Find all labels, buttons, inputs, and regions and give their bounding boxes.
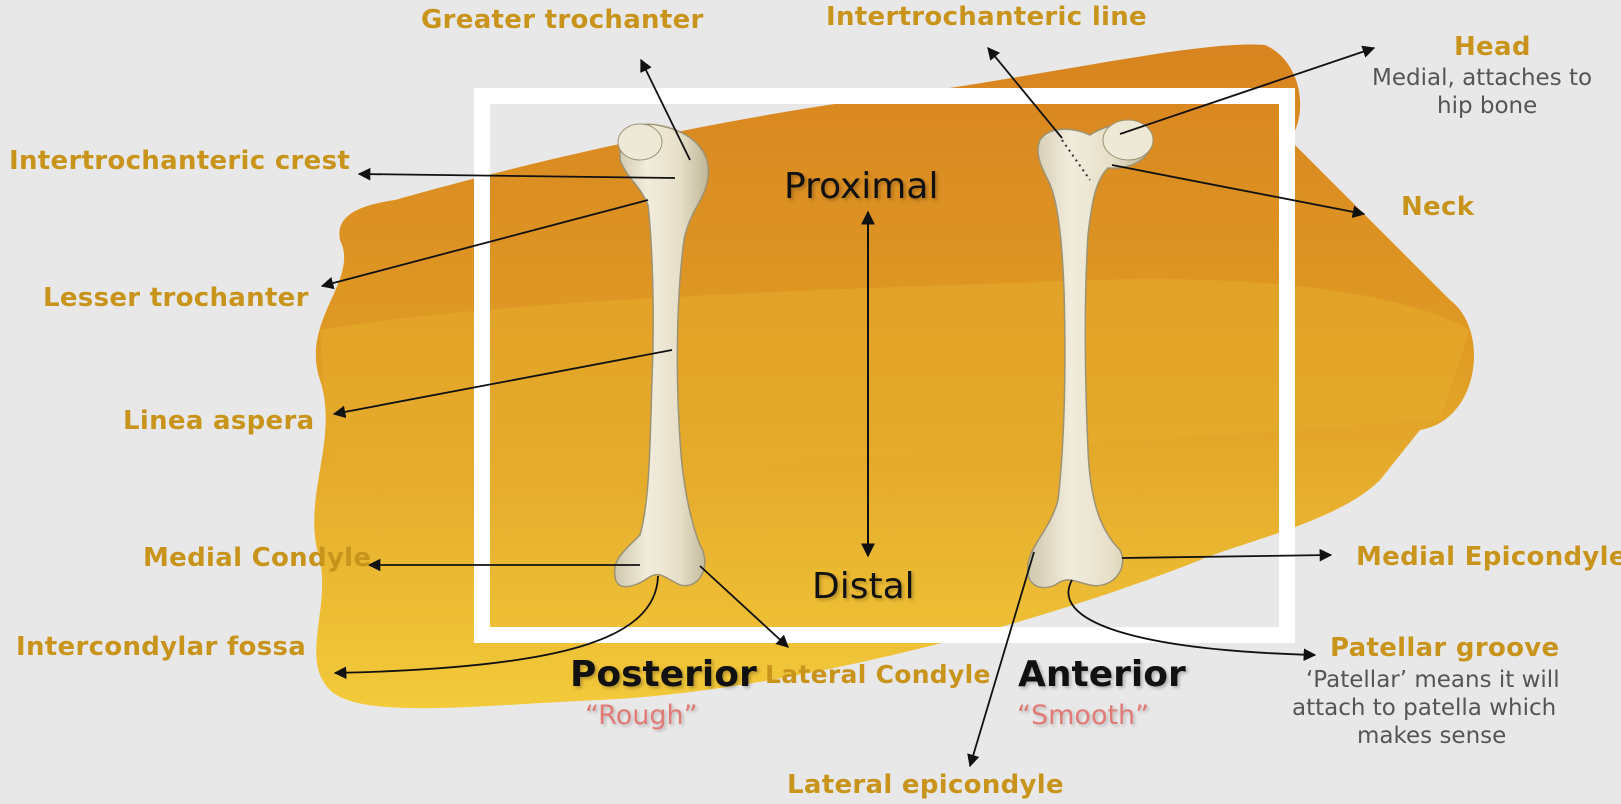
label-lateral-epicondyle: Lateral epicondyle (787, 770, 1064, 800)
distal-label: Distal (812, 566, 915, 607)
label-linea-aspera: Linea aspera (123, 406, 314, 436)
label-lateral-condyle: Lateral Condyle (765, 660, 991, 689)
label-medial-epicondyle: Medial Epicondyle (1356, 542, 1621, 572)
label-medial-condyle: Medial Condyle (143, 543, 371, 573)
label-intertrochanteric-crest: Intertrochanteric crest (9, 146, 350, 176)
label-greater-trochanter: Greater trochanter (421, 5, 704, 35)
label-lesser-trochanter: Lesser trochanter (43, 283, 309, 313)
posterior-title: Posterior (570, 654, 757, 695)
patellar-description-line-2: attach to patella which (1292, 694, 1556, 722)
label-head: Head (1454, 32, 1531, 62)
head-description-line-1: Medial, attaches to (1372, 64, 1592, 92)
patellar-description-line-1: ‘Patellar’ means it will (1306, 666, 1560, 694)
posterior-tone: “Rough” (585, 700, 698, 731)
label-intercondylar-fossa: Intercondylar fossa (16, 632, 306, 662)
anterior-tone: “Smooth” (1017, 700, 1149, 731)
label-intertrochanteric-line: Intertrochanteric line (826, 2, 1147, 32)
proximal-label: Proximal (784, 166, 938, 207)
label-neck: Neck (1401, 192, 1474, 222)
patellar-description-line-3: makes sense (1357, 722, 1506, 750)
label-patellar-groove: Patellar groove (1330, 633, 1559, 663)
head-description-line-2: hip bone (1437, 92, 1537, 120)
anterior-title: Anterior (1018, 654, 1186, 695)
